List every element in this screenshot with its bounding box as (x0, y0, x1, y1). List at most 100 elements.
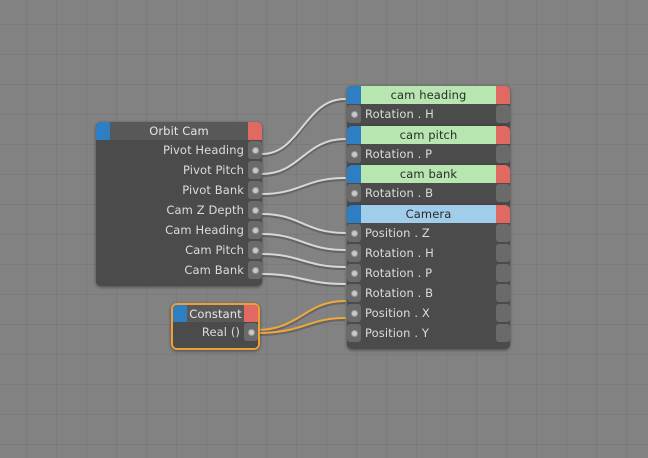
output-port-row[interactable]: Cam Z Depth (96, 200, 262, 220)
connection-wire[interactable] (255, 300, 346, 331)
output-socket-icon[interactable] (248, 261, 262, 279)
input-socket-icon[interactable] (347, 224, 361, 242)
output-socket-icon[interactable] (248, 141, 262, 159)
output-socket-stub[interactable] (496, 264, 510, 282)
connection-wire[interactable] (261, 253, 346, 268)
node-title-bar-cam-heading[interactable]: cam heading (347, 86, 510, 104)
input-socket-icon[interactable] (347, 264, 361, 282)
connection-wire-shadow (261, 233, 346, 254)
output-tab-icon[interactable] (496, 126, 510, 144)
input-port-row[interactable]: Position . Z (347, 223, 510, 243)
socket-dot-icon (350, 329, 358, 337)
output-socket-stub[interactable] (496, 184, 510, 202)
input-tab-icon[interactable] (347, 126, 361, 144)
input-socket-icon[interactable] (347, 284, 361, 302)
connection-wire[interactable] (255, 317, 346, 334)
output-socket-icon[interactable] (248, 161, 262, 179)
output-port-row[interactable]: Real () (173, 322, 258, 342)
node-body-padding (347, 343, 510, 349)
input-tab-icon[interactable] (347, 86, 361, 104)
input-port-row[interactable]: Rotation . H (347, 243, 510, 263)
connection-wire[interactable] (261, 233, 346, 251)
input-tab-icon[interactable] (347, 165, 361, 183)
socket-dot-icon (350, 229, 358, 237)
input-tab-icon[interactable] (347, 205, 361, 223)
output-socket-stub[interactable] (496, 324, 510, 342)
input-port-row[interactable]: Position . X (347, 303, 510, 323)
output-port-row[interactable]: Cam Bank (96, 260, 262, 280)
node-title-bar-constant[interactable]: Constant (173, 305, 258, 322)
connection-wire[interactable] (261, 273, 346, 285)
connection-wire[interactable] (261, 98, 346, 155)
input-port-label: Position . Z (365, 226, 430, 240)
output-tab-icon[interactable] (496, 205, 510, 223)
socket-dot-icon (251, 246, 259, 254)
input-port-row[interactable]: Rotation . P (347, 144, 510, 164)
node-title-label: Camera (361, 205, 496, 223)
socket-dot-icon (251, 146, 259, 154)
connection-wire[interactable] (261, 213, 346, 234)
input-socket-icon[interactable] (347, 184, 361, 202)
input-port-label: Rotation . B (365, 186, 434, 200)
input-port-row[interactable]: Rotation . P (347, 263, 510, 283)
input-socket-icon[interactable] (347, 105, 361, 123)
output-port-row[interactable]: Pivot Heading (96, 140, 262, 160)
connection-wire[interactable] (261, 138, 346, 175)
connection-wire-shadow (255, 317, 346, 337)
node-title-bar-camera[interactable]: Camera (347, 205, 510, 223)
output-socket-icon[interactable] (248, 201, 262, 219)
socket-dot-icon (350, 289, 358, 297)
output-tab-icon[interactable] (244, 305, 258, 322)
socket-dot-icon (350, 189, 358, 197)
output-socket-stub[interactable] (496, 224, 510, 242)
connection-wire-shadow (261, 177, 346, 198)
output-socket-icon[interactable] (248, 221, 262, 239)
output-socket-icon[interactable] (248, 181, 262, 199)
connection-wire-shadow (261, 253, 346, 271)
input-port-label: Rotation . B (365, 286, 434, 300)
output-port-row[interactable]: Cam Heading (96, 220, 262, 240)
input-socket-icon[interactable] (347, 244, 361, 262)
connection-wire[interactable] (261, 177, 346, 195)
input-tab-icon[interactable] (173, 305, 187, 322)
output-socket-stub[interactable] (496, 105, 510, 123)
input-port-row[interactable]: Position . Y (347, 323, 510, 343)
output-port-row[interactable]: Cam Pitch (96, 240, 262, 260)
output-port-row[interactable]: Pivot Pitch (96, 160, 262, 180)
output-socket-stub[interactable] (496, 145, 510, 163)
input-socket-icon[interactable] (347, 324, 361, 342)
input-socket-icon[interactable] (347, 304, 361, 322)
input-socket-icon[interactable] (347, 145, 361, 163)
input-port-row[interactable]: Rotation . B (347, 283, 510, 303)
output-port-row[interactable]: Pivot Bank (96, 180, 262, 200)
output-tab-icon[interactable] (248, 122, 262, 140)
output-socket-icon[interactable] (244, 323, 258, 341)
node-title-bar-orbit-cam[interactable]: Orbit Cam (96, 122, 262, 140)
output-socket-stub[interactable] (496, 304, 510, 322)
node-title-label: Constant (187, 305, 244, 322)
connection-wire-shadow (261, 98, 346, 158)
input-tab-icon[interactable] (96, 122, 110, 140)
output-tab-icon[interactable] (496, 165, 510, 183)
output-socket-stub[interactable] (496, 244, 510, 262)
socket-dot-icon (251, 166, 259, 174)
node-title-bar-cam-bank[interactable]: cam bank (347, 165, 510, 183)
node-title-label: Orbit Cam (110, 122, 248, 140)
input-port-label: Rotation . P (365, 147, 433, 161)
input-port-row[interactable]: Rotation . B (347, 183, 510, 203)
input-port-row[interactable]: Rotation . H (347, 104, 510, 124)
output-tab-icon[interactable] (496, 86, 510, 104)
output-socket-stub[interactable] (496, 284, 510, 302)
output-port-label: Cam Z Depth (166, 203, 244, 217)
output-socket-icon[interactable] (248, 241, 262, 259)
node-title-bar-cam-pitch[interactable]: cam pitch (347, 126, 510, 144)
socket-dot-icon (350, 150, 358, 158)
